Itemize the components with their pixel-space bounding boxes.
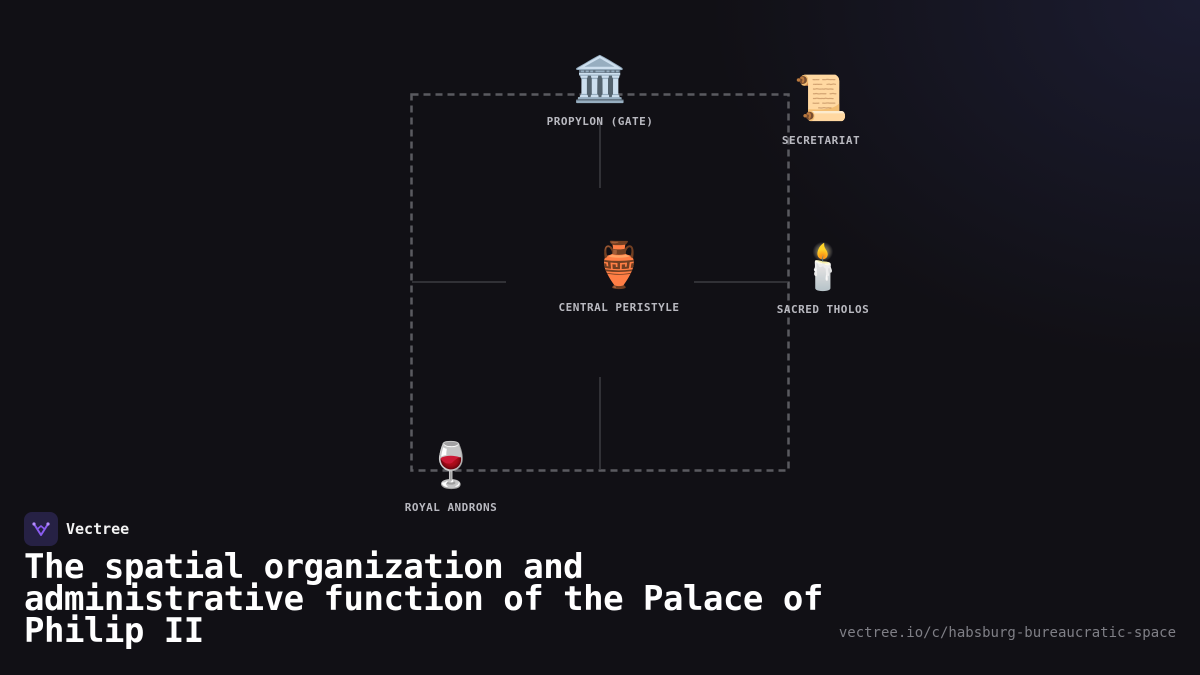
classical-building-icon: 🏛️ xyxy=(572,54,628,105)
palace-boundary xyxy=(410,93,790,472)
node-label-propylon: PROPYLON (GATE) xyxy=(546,115,654,128)
node-label-androns: ROYAL ANDRONS xyxy=(404,501,498,514)
node-peristyle[interactable]: 🏺 CENTRAL PERISTYLE xyxy=(558,240,680,315)
node-androns[interactable]: 🍷 ROYAL ANDRONS xyxy=(404,440,498,515)
node-label-tholos: SACRED THOLOS xyxy=(776,303,870,316)
vectree-logo-icon xyxy=(24,512,58,546)
page-title: The spatial organization and administrat… xyxy=(24,547,823,651)
amphora-icon: 🏺 xyxy=(591,240,647,291)
node-label-secretariat: SECRETARIAT xyxy=(781,134,861,147)
node-propylon[interactable]: 🏛️ PROPYLON (GATE) xyxy=(546,54,654,129)
node-tholos[interactable]: 🕯️ SACRED THOLOS xyxy=(776,242,870,317)
brand-name: Vectree xyxy=(66,520,130,538)
brand[interactable]: Vectree xyxy=(24,512,129,546)
node-secretariat[interactable]: 📜 SECRETARIAT xyxy=(781,73,861,148)
wine-glass-icon: 🍷 xyxy=(423,440,479,491)
scroll-icon: 📜 xyxy=(793,73,849,124)
page-url[interactable]: vectree.io/c/habsburg-bureaucratic-space xyxy=(838,625,1176,641)
candle-icon: 🕯️ xyxy=(795,242,851,293)
node-label-peristyle: CENTRAL PERISTYLE xyxy=(558,301,680,314)
